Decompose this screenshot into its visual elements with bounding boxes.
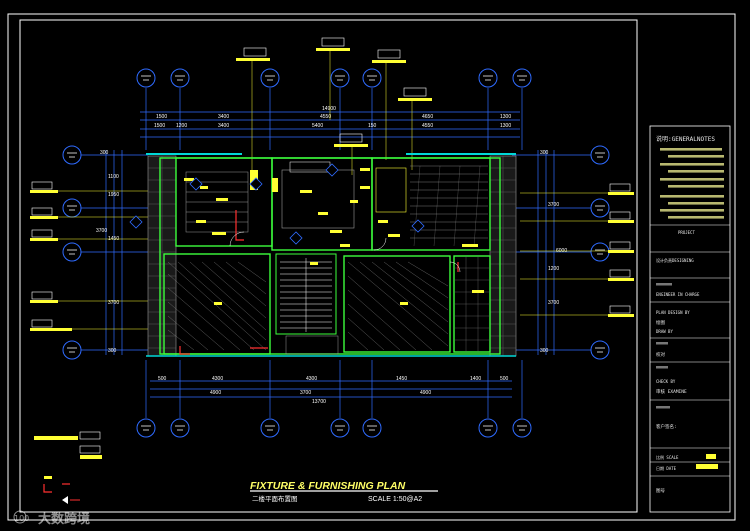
dim-left-2: 1100 (108, 174, 119, 180)
dim-top-5: 1300 (500, 114, 511, 120)
designer-label: 设计负责DESIGNING (656, 257, 694, 263)
axis-bubble-right (590, 145, 610, 360)
floor-plan (129, 153, 517, 357)
dim-right-6: 300 (540, 348, 549, 354)
callout-tags (30, 37, 634, 459)
dim-top2-6: 4550 (422, 123, 433, 129)
dim-right-4: 1200 (548, 266, 559, 272)
dim-right-2: 3700 (548, 202, 559, 208)
dim-top-3: 4550 (320, 114, 331, 120)
dim-top2-5: 150 (368, 123, 377, 129)
scale-label: 比例 SCALE (656, 454, 679, 460)
dim-top2-4: 5400 (312, 123, 323, 129)
drawn-by-label: DRAW BY (656, 329, 673, 334)
fixture-marks (184, 168, 484, 305)
general-notes-label: 说明:GENERALNOTES (656, 135, 715, 143)
dim-right-1: 300 (540, 150, 549, 156)
drawn-label: 绘图 (656, 319, 665, 326)
axis-bubble-bottom (136, 418, 532, 438)
axis-bubble-left (62, 145, 82, 360)
plan-design-label: PLAN DESIGN BY (656, 310, 690, 315)
engineer-label: ENGINEER IN CHARGE (656, 292, 700, 297)
check-label: 校对 (656, 351, 665, 358)
client-label: 客户签名: (656, 423, 677, 430)
dim-bot-4: 1450 (396, 376, 407, 382)
watermark: 100 大数跨境 (13, 510, 90, 527)
dim-bot-6: 500 (500, 376, 509, 382)
notes-lines (660, 148, 724, 219)
date-label: 日期 DATE (656, 465, 677, 471)
dim-top2-3: 3400 (218, 123, 229, 129)
dim-bot2-1: 4900 (210, 390, 221, 396)
dim-top-1: 1500 (156, 114, 167, 120)
title-block: 说明:GENERALNOTES PROJECT 设计负责DESIGNING EN… (649, 125, 731, 513)
dim-top2-1: 1500 (154, 123, 165, 129)
dim-top2-7: 1300 (500, 123, 511, 129)
dim-top-4: 4650 (422, 114, 433, 120)
dim-top-total: 14900 (322, 106, 336, 112)
drawing-title-group: FIXTURE & FURNISHING PLAN 二楼平面布置图 SCALE … (250, 480, 438, 503)
dim-left-1: 300 (100, 150, 109, 156)
dim-bot-total: 13700 (312, 399, 326, 405)
dim-right-5: 3700 (548, 300, 559, 306)
watermark-logo-icon (13, 510, 27, 524)
check-by-label: CHECK BY (656, 379, 676, 384)
dim-left-6: 3700 (108, 300, 119, 306)
legend-marks (43, 476, 80, 504)
axis-bubble-top (136, 68, 532, 88)
drawing-subtitle: 二楼平面布置图 (252, 494, 298, 503)
watermark-text: 大数跨境 (38, 511, 90, 527)
drawing-scale: SCALE 1:50@A2 (368, 496, 422, 503)
dim-top-2: 3400 (218, 114, 229, 120)
dim-left-4: 3700 (96, 228, 107, 234)
sheet-label: 图号 (656, 488, 665, 494)
dim-bot2-2: 3700 (300, 390, 311, 396)
sheet-border (7, 13, 736, 521)
dim-bot-3: 4300 (306, 376, 317, 382)
brick-perimeter (147, 155, 517, 357)
drawing-frame (19, 19, 638, 513)
dim-top2-2: 1200 (176, 123, 187, 129)
drawing-title: FIXTURE & FURNISHING PLAN (250, 480, 406, 492)
dim-bot-5: 1400 (470, 376, 481, 382)
dim-bot2-3: 4900 (420, 390, 431, 396)
project-label: PROJECT (678, 230, 695, 235)
dim-left-3: 1950 (108, 192, 119, 198)
audit-label: 审核 EXAMINE (656, 388, 687, 395)
dim-bot-2: 4300 (212, 376, 223, 382)
watermark-logo: 100 (14, 514, 29, 523)
dim-left-7: 300 (108, 348, 117, 354)
dim-bot-1: 500 (158, 376, 167, 382)
axis-bubbles (62, 68, 610, 438)
